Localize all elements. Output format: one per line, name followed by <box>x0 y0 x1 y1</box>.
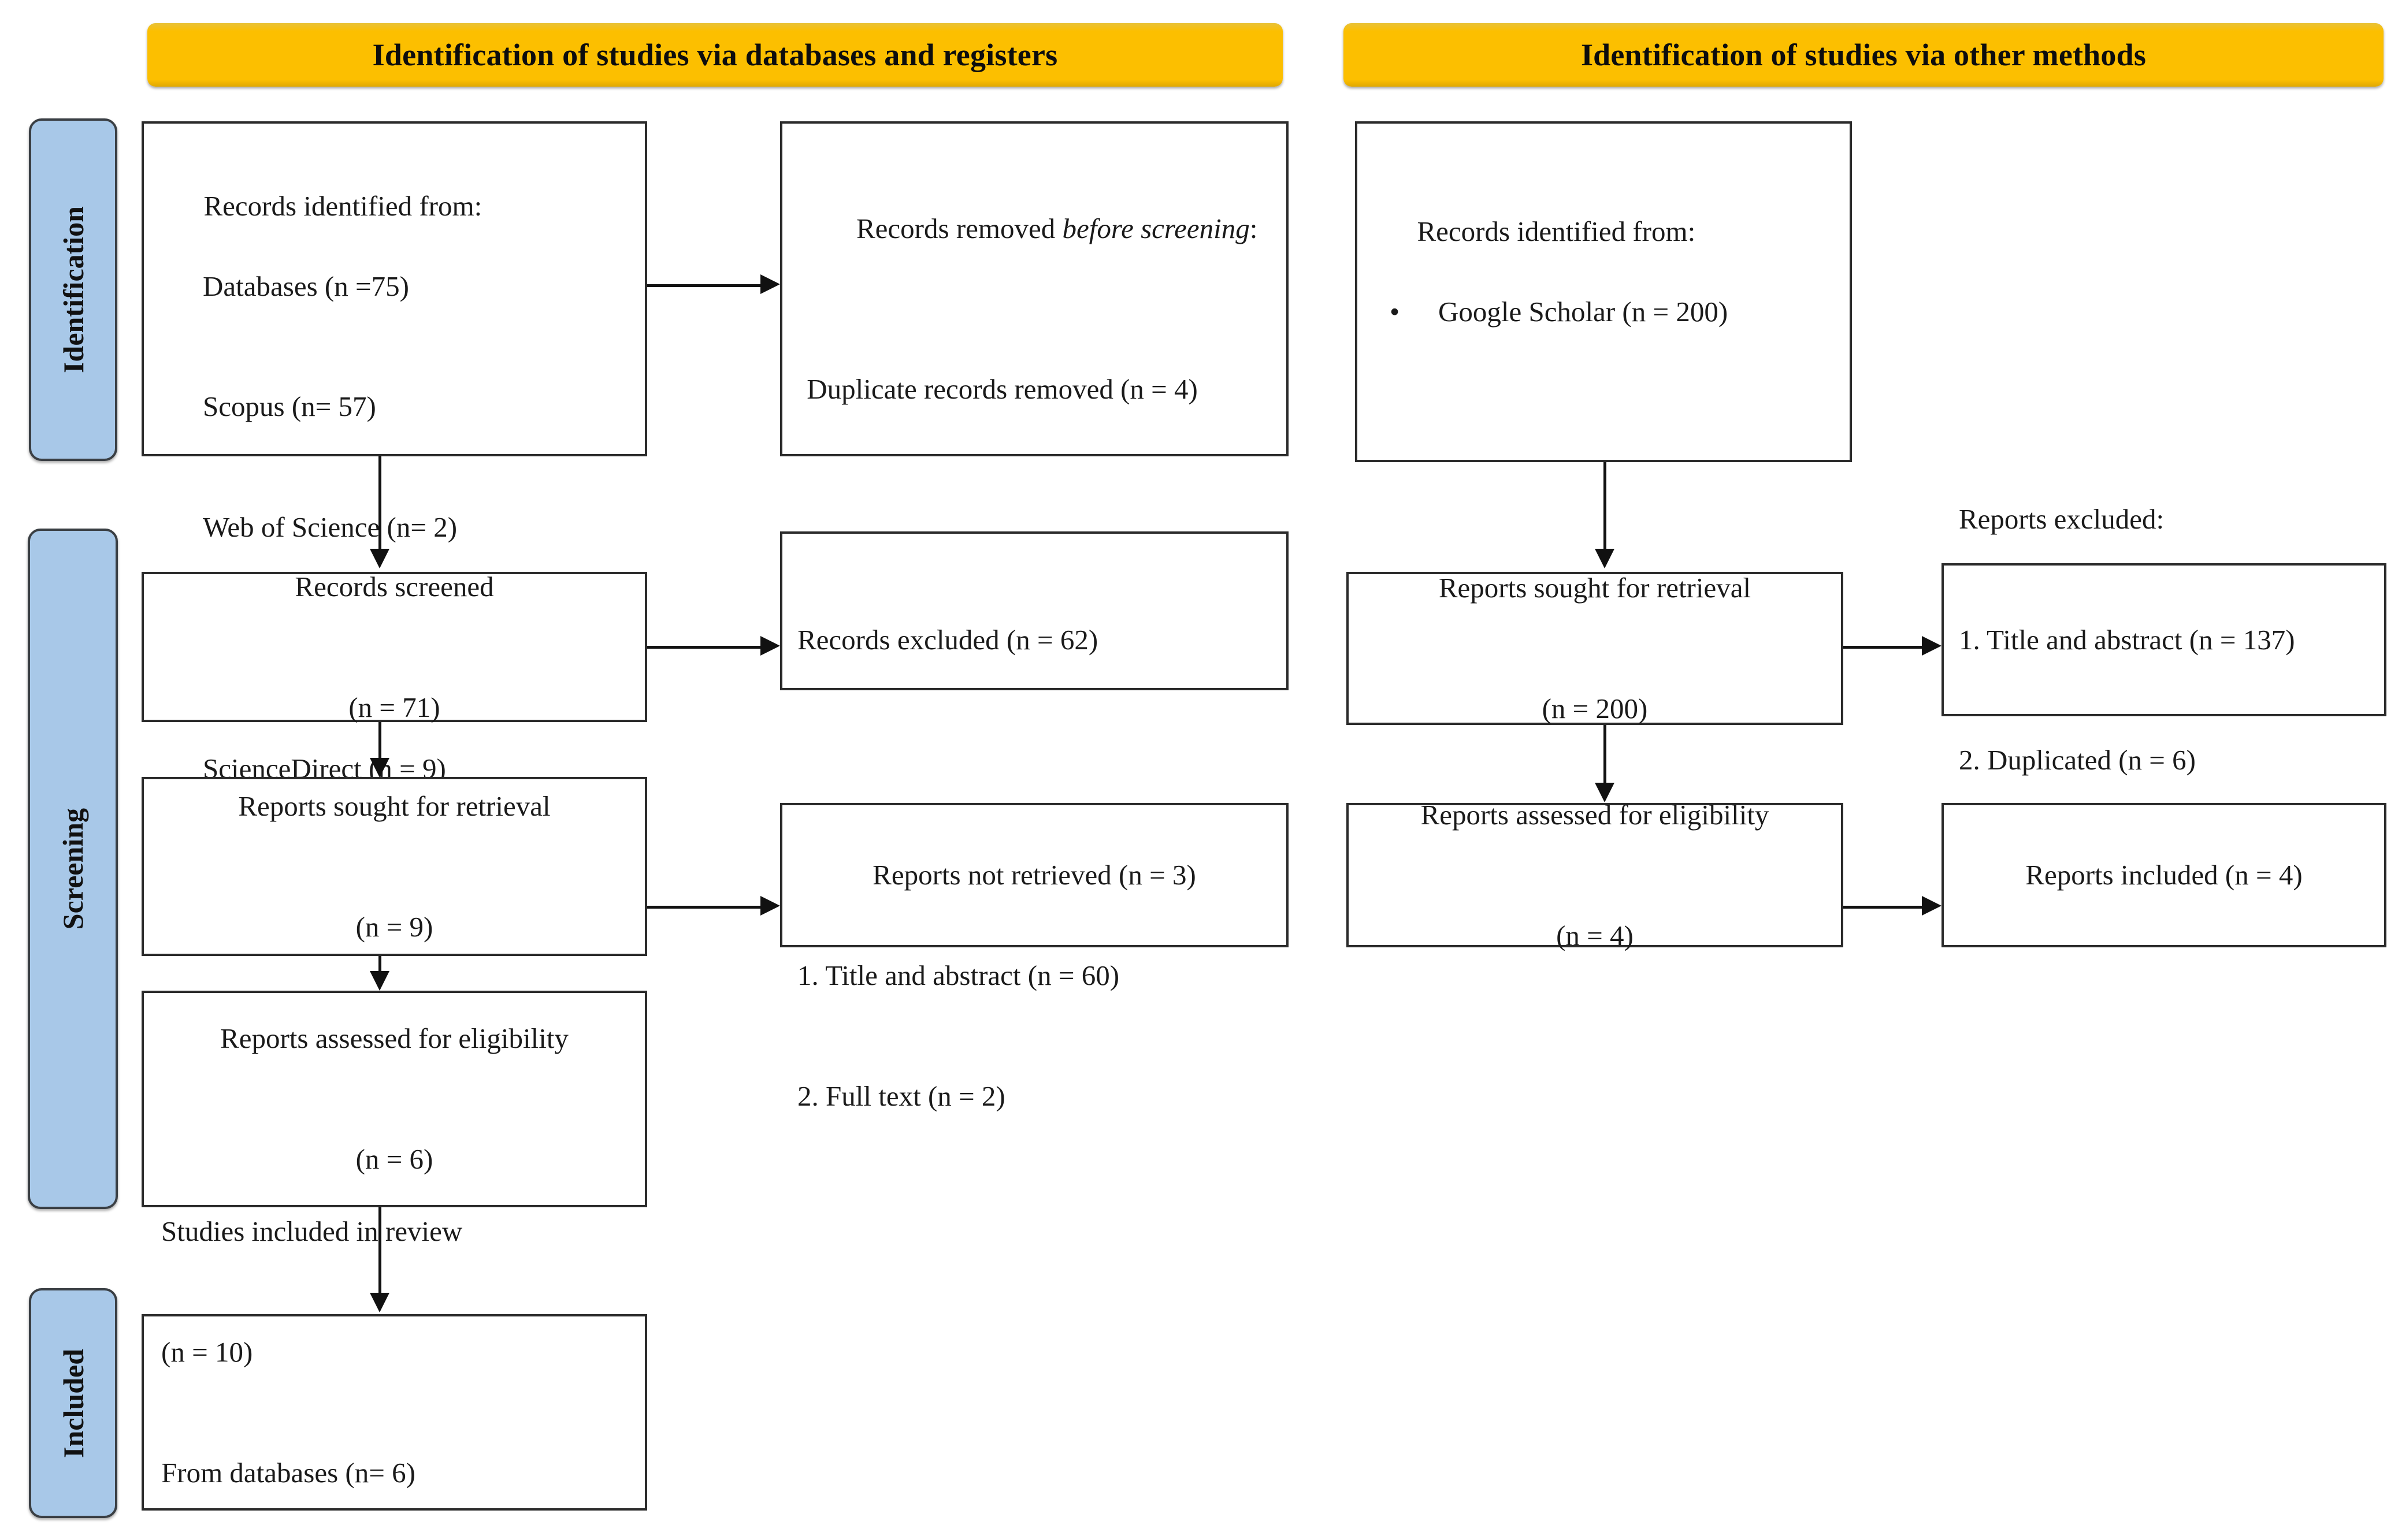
reports-assessed-other-count: (n = 4) <box>1556 919 1634 951</box>
reports-not-retrieved-label: Reports not retrieved (n = 3) <box>873 859 1196 891</box>
box-records-screened: Records screened (n = 71) <box>142 571 647 723</box>
connector-screened-to-excluded <box>647 646 760 649</box>
arrow-identified-to-screened <box>370 549 389 568</box>
connector-assessed-to-included <box>378 1207 381 1293</box>
phase-identification-label: Identification <box>57 206 90 373</box>
phase-screening-label: Screening <box>57 808 89 930</box>
records-excluded-headline: Records excluded (n = 62) <box>797 624 1098 656</box>
box-reports-included-other: Reports included (n = 4) <box>1941 803 2386 947</box>
spacer <box>797 741 1271 754</box>
box-reports-sought-other: Reports sought for retrieval (n = 200) <box>1346 572 1843 725</box>
banner-databases-label: Identification of studies via databases … <box>372 38 1058 72</box>
arrow-screened-to-excluded <box>760 636 780 656</box>
arrow-other-sought-to-assessed <box>1595 783 1614 802</box>
banner-other-label: Identification of studies via other meth… <box>1580 38 2147 72</box>
source-google-scholar: Google Scholar (n = 200) <box>1375 292 1832 332</box>
box-records-excluded: Records excluded (n = 62) Reports exclud… <box>780 531 1289 1112</box>
box-reports-not-retrieved: Reports not retrieved (n = 3) <box>780 803 1289 947</box>
reports-included-other-label: Reports included (n = 4) <box>2025 859 2303 891</box>
reports-assessed-label: Reports assessed for eligibility <box>220 1022 569 1055</box>
reports-excluded-other-subhead: Reports excluded: <box>1959 503 2165 535</box>
box-reports-sought-databases: Reports sought for retrieval (n = 9) <box>142 777 647 956</box>
reports-excluded-other-item-1: 1. Title and abstract (n = 137) <box>1959 623 2295 656</box>
connector-other-sought-to-assessed <box>1603 725 1606 783</box>
arrow-other-identified-to-sought <box>1595 549 1614 568</box>
studies-included-count: (n = 10) <box>161 1336 253 1368</box>
phase-identification: Identification <box>29 118 117 461</box>
reports-sought-count: (n = 9) <box>355 910 433 943</box>
source-databases: Databases (n =75) <box>203 270 409 302</box>
arrow-sought-to-assessed <box>370 971 389 991</box>
banner-other-methods: Identification of studies via other meth… <box>1343 23 2384 87</box>
box-records-removed-before-screening: Records removed before screening: Duplic… <box>780 121 1289 456</box>
records-screened-label: Records screened <box>295 570 494 602</box>
connector-other-identified-to-sought <box>1603 462 1606 549</box>
records-removed-colon: : <box>1249 212 1258 244</box>
records-removed-italic: before screening <box>1062 212 1250 244</box>
reports-excluded-other-item-2: 2. Duplicated (n = 6) <box>1959 744 2196 776</box>
phase-included-label: Included <box>57 1348 90 1458</box>
records-screened-count: (n = 71) <box>348 691 440 723</box>
connector-sought-to-assessed <box>378 956 381 971</box>
arrow-other-assessed-to-included <box>1922 896 1941 916</box>
studies-included-line1: Studies included in review <box>161 1215 463 1248</box>
arrow-other-sought-to-excluded <box>1922 636 1941 656</box>
phase-included: Included <box>29 1288 117 1518</box>
records-identified-other-title: Records identified from: <box>1417 215 1696 247</box>
arrow-assessed-to-included <box>370 1293 389 1312</box>
reports-excluded-item-2: 2. Full text (n = 2) <box>797 1080 1005 1112</box>
box-records-identified-databases: Records identified from: Databases (n =7… <box>142 121 647 905</box>
connector-other-assessed-to-included <box>1843 906 1922 909</box>
banner-databases-registers: Identification of studies via databases … <box>147 23 1283 87</box>
records-removed-line2: Duplicate records removed (n = 4) <box>800 373 1198 406</box>
source-web-of-science: Web of Science (n= 2) <box>203 511 458 544</box>
records-removed-prefix: Records removed <box>856 212 1063 244</box>
connector-identified-to-removed <box>647 284 760 287</box>
box-reports-excluded-other: Reports excluded: 1. Title and abstract … <box>1941 503 2386 776</box>
records-removed-line1: Records removed before screening: <box>800 168 1269 289</box>
arrow-identified-to-removed <box>760 274 780 294</box>
reports-excluded-item-1: 1. Title and abstract (n = 60) <box>797 959 1120 991</box>
box-reports-assessed-other: Reports assessed for eligibility (n = 4) <box>1346 799 1843 951</box>
connector-sought-to-not-retrieved <box>647 906 760 909</box>
phase-screening: Screening <box>28 529 118 1209</box>
source-scopus: Scopus (n= 57) <box>203 390 376 423</box>
reports-assessed-other-label: Reports assessed for eligibility <box>1420 798 1769 831</box>
reports-sought-other-label: Reports sought for retrieval <box>1438 572 1751 604</box>
studies-included-from-databases: From databases (n= 6) <box>161 1456 415 1489</box>
arrow-screened-to-sought <box>370 758 389 778</box>
connector-other-sought-to-excluded <box>1843 646 1922 649</box>
reports-sought-other-count: (n = 200) <box>1542 693 1648 725</box>
arrow-sought-to-not-retrieved <box>760 896 780 916</box>
connector-screened-to-sought <box>378 722 381 758</box>
connector-identified-to-screened <box>378 456 381 549</box>
reports-assessed-count: (n = 6) <box>355 1143 433 1176</box>
records-identified-title: Records identified from: <box>203 189 482 222</box>
box-reports-assessed-databases: Reports assessed for eligibility (n = 6) <box>142 991 647 1207</box>
box-studies-included-in-review: Studies included in review (n = 10) From… <box>142 1215 647 1511</box>
box-records-identified-other: Records identified from: Google Scholar … <box>1355 121 1852 462</box>
reports-sought-label: Reports sought for retrieval <box>238 790 551 822</box>
